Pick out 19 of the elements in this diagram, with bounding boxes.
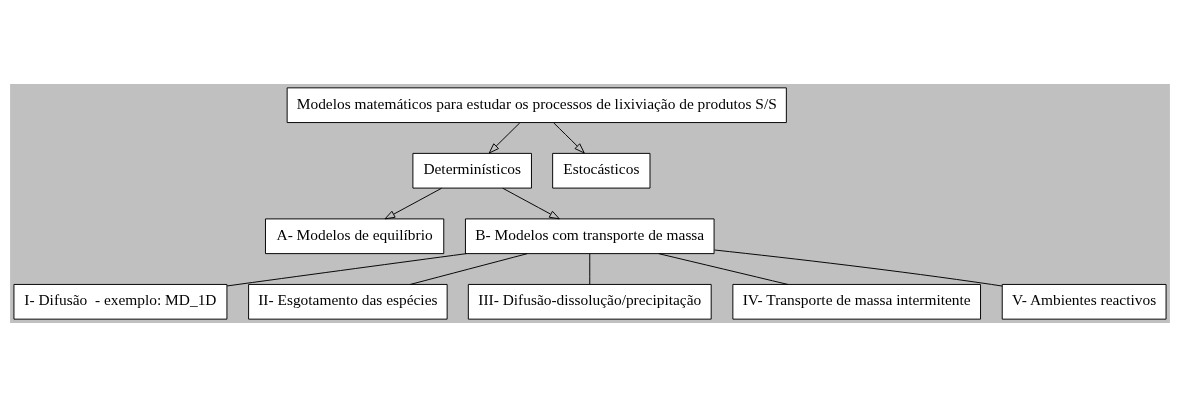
node-box: Modelos matemáticos para estudar os processos de lixiviação de produtos S/S bbox=[286, 87, 787, 124]
connector bbox=[409, 253, 528, 285]
node-box: IV- Transporte de massa intermitente bbox=[732, 283, 981, 320]
connector bbox=[714, 249, 1003, 287]
node-box: III- Difusão-dissolução/precipitação bbox=[467, 283, 712, 320]
connector bbox=[226, 253, 467, 287]
node-box: V- Ambientes reactivos bbox=[1001, 283, 1167, 320]
node-box: A- Modelos de equilíbrio bbox=[265, 218, 445, 255]
arrow bbox=[553, 122, 585, 154]
arrow bbox=[488, 122, 521, 154]
connector bbox=[658, 253, 789, 285]
arrow bbox=[384, 187, 443, 220]
arrow bbox=[502, 187, 560, 220]
connector bbox=[589, 253, 591, 285]
node-box: I- Difusão - exemplo: MD_1D bbox=[13, 283, 228, 320]
node-box: II- Esgotamento das espécies bbox=[248, 283, 448, 320]
node-box: Estocásticos bbox=[552, 152, 651, 189]
node-box: Determinísticos bbox=[412, 152, 532, 189]
node-box: B- Modelos com transporte de massa bbox=[464, 218, 715, 255]
